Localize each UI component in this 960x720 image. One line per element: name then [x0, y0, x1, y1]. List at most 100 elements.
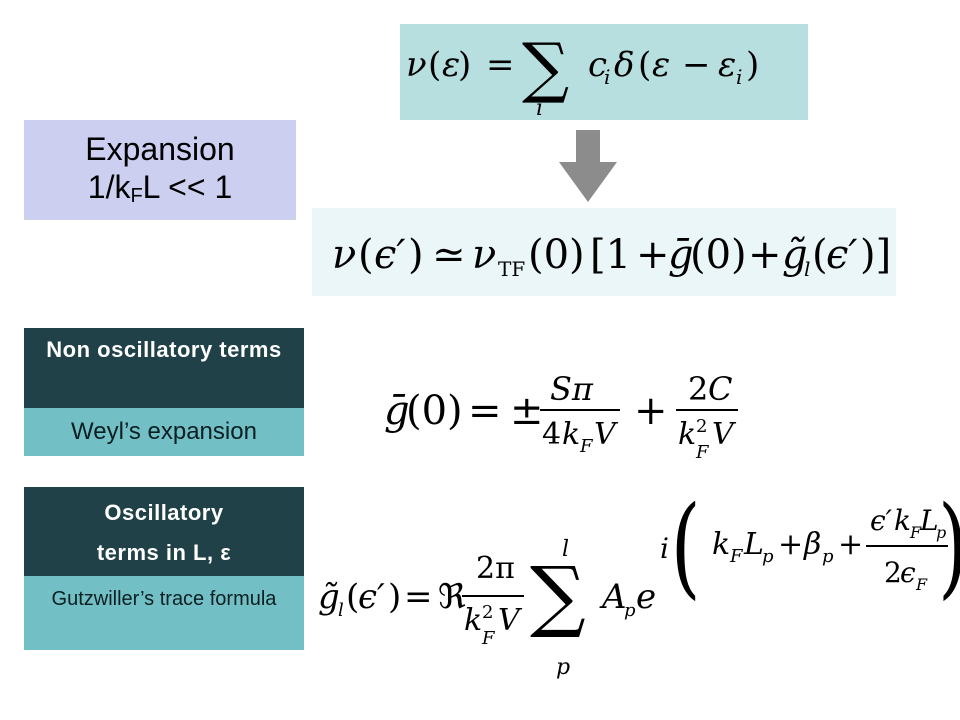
svg-text:ϵ′: ϵ′: [870, 504, 893, 537]
svg-text:): ): [458, 45, 471, 85]
non-oscillatory-terms-label: Non oscillatory terms: [24, 328, 304, 408]
svg-text:): ): [388, 577, 401, 617]
svg-text:): ): [746, 45, 759, 85]
svg-text:p: p: [762, 546, 774, 567]
svg-text:L: L: [743, 527, 764, 562]
svg-text:+: +: [748, 232, 782, 278]
oscillatory-terms-line1: Oscillatory: [104, 500, 224, 525]
expansion-condition-suffix: L << 1: [142, 169, 233, 205]
svg-text:(: (: [638, 45, 651, 85]
svg-text:F: F: [481, 628, 496, 649]
svg-text:2: 2: [482, 602, 493, 623]
expansion-title: Expansion: [85, 131, 235, 167]
svg-text:ν: ν: [406, 45, 427, 85]
svg-text:2π: 2π: [476, 551, 515, 586]
svg-text:=: =: [404, 577, 433, 617]
svg-text:k: k: [712, 527, 730, 562]
oscillatory-terms-line2: terms in L, ε: [96, 540, 232, 565]
svg-text:k: k: [562, 417, 580, 452]
svg-text:(: (: [812, 232, 828, 278]
svg-text:(0): (0): [528, 232, 585, 278]
svg-text:Sπ: Sπ: [550, 370, 594, 408]
svg-text:F: F: [579, 436, 594, 457]
svg-text:e: e: [636, 577, 656, 617]
svg-text:ḡ: ḡ: [384, 388, 410, 434]
svg-text:L: L: [919, 504, 939, 537]
expansion-condition-sub: F: [130, 185, 143, 207]
svg-text:∑: ∑: [522, 29, 569, 106]
density-of-states-equation: ν ( ε ) = ∑ i c i δ ( ε − ε i ): [406, 29, 759, 121]
svg-text:ν: ν: [472, 232, 496, 278]
svg-text:+: +: [778, 527, 803, 562]
svg-text:(: (: [428, 45, 441, 85]
svg-text:4: 4: [542, 417, 561, 452]
svg-text:p: p: [822, 546, 834, 567]
svg-text:ε: ε: [442, 45, 460, 85]
svg-text:2: 2: [688, 370, 708, 408]
svg-text:(: (: [671, 483, 701, 610]
svg-text:i: i: [660, 532, 669, 565]
svg-text:=: =: [486, 45, 515, 85]
svg-text:V: V: [594, 417, 619, 452]
svg-text:F: F: [909, 523, 922, 542]
svg-text:p: p: [936, 523, 946, 542]
gutzwiller-trace-formula-label: Gutzwiller’s trace formula: [24, 576, 304, 650]
expansion-condition-prefix: 1/k: [87, 169, 131, 205]
svg-text:k: k: [678, 417, 696, 452]
svg-text:p: p: [556, 655, 570, 680]
svg-text:)]: )]: [860, 232, 891, 278]
svg-text:l: l: [562, 537, 569, 562]
svg-text:ν: ν: [332, 232, 356, 278]
svg-text:−: −: [682, 45, 711, 85]
svg-text:ḡ: ḡ: [668, 232, 694, 278]
svg-text:±: ±: [510, 388, 544, 434]
svg-text:): ): [938, 483, 960, 610]
svg-text:(0): (0): [690, 232, 747, 278]
svg-text:g̃: g̃: [318, 577, 340, 617]
svg-text:∑: ∑: [530, 551, 586, 641]
svg-text:ℜ: ℜ: [438, 577, 466, 617]
svg-text:V: V: [712, 417, 737, 452]
svg-text:≃: ≃: [432, 232, 466, 278]
svg-text:+: +: [838, 527, 863, 562]
svg-text:β: β: [803, 527, 821, 562]
svg-text:ϵ′: ϵ′: [826, 232, 857, 278]
svg-text:i: i: [604, 65, 610, 89]
svg-text:ϵ: ϵ: [900, 556, 916, 589]
svg-text:[1: [1: [590, 232, 631, 278]
svg-text:V: V: [498, 603, 523, 638]
svg-text:C: C: [708, 370, 732, 408]
svg-text:k: k: [464, 603, 482, 638]
gutzwiller-term-equation: g̃ l ( ϵ′ ) = ℜ 2π k 2 F V ∑ l p A p e i…: [318, 483, 960, 680]
expansion-box: Expansion 1/kFL << 1: [24, 120, 296, 220]
svg-text:c: c: [588, 45, 607, 85]
oscillatory-terms-label: Oscillatory terms in L, ε: [24, 487, 304, 576]
svg-text:k: k: [894, 504, 911, 537]
svg-text:F: F: [915, 575, 928, 594]
svg-text:ϵ′: ϵ′: [358, 577, 385, 617]
svg-text:TF: TF: [498, 257, 525, 281]
weyl-term-equation: ḡ (0) = ± Sπ 4 k F V + 2 C k 2 F V: [384, 370, 738, 463]
svg-text:(: (: [346, 577, 359, 617]
approximation-equation-box: [312, 208, 896, 296]
svg-text:ε: ε: [652, 45, 670, 85]
svg-text:A: A: [599, 577, 627, 617]
svg-text:(: (: [358, 232, 374, 278]
svg-text:2: 2: [696, 416, 707, 437]
expansion-condition: 1/kFL << 1: [24, 168, 296, 215]
density-of-states-equation-box: [400, 24, 808, 120]
svg-text:i: i: [736, 65, 742, 89]
approximation-equation: ν ( ϵ′ ) ≃ ν TF (0) [1 + ḡ (0) + g̃ l ( …: [332, 232, 891, 281]
svg-text:δ: δ: [614, 45, 634, 85]
svg-text:p: p: [624, 600, 636, 621]
svg-text:g̃: g̃: [782, 232, 808, 278]
svg-text:l: l: [804, 257, 810, 281]
svg-text:2: 2: [884, 556, 902, 589]
svg-text:F: F: [729, 546, 744, 567]
svg-text:i: i: [536, 96, 543, 121]
svg-text:+: +: [636, 232, 670, 278]
svg-text:l: l: [338, 600, 344, 621]
svg-text:ϵ′: ϵ′: [374, 232, 405, 278]
weyl-expansion-label: Weyl’s expansion: [24, 408, 304, 456]
svg-text:F: F: [695, 442, 710, 463]
